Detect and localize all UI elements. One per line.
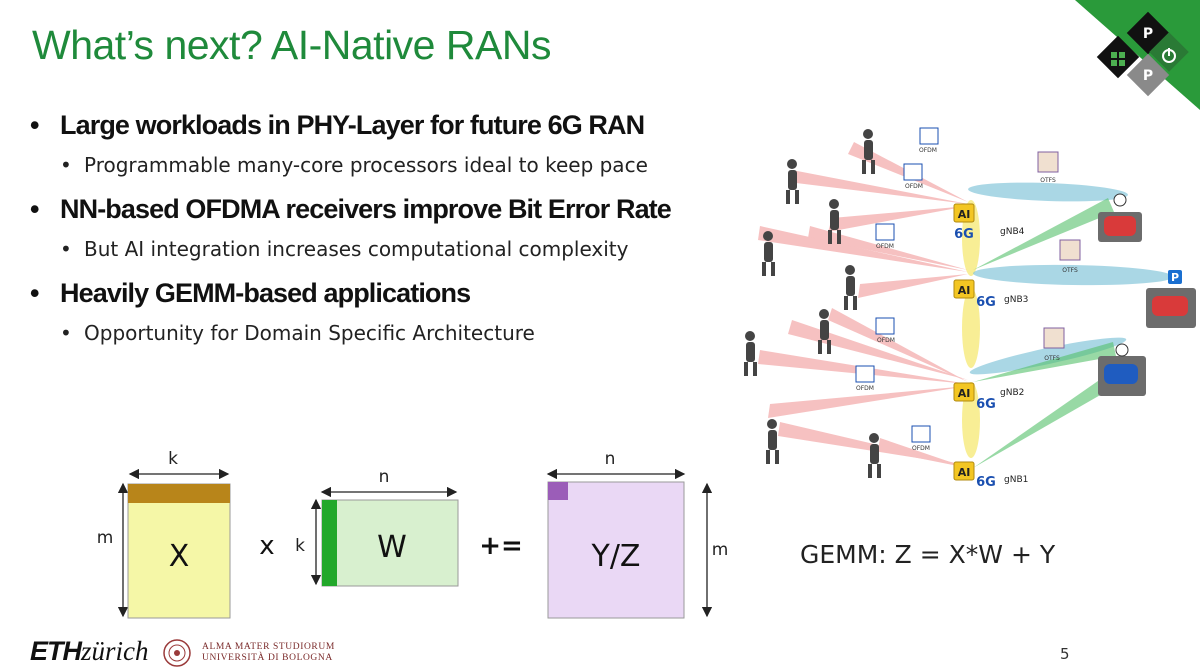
car-icon: P [1146,270,1196,328]
svg-text:6G: 6G [976,295,996,310]
user-icon [744,331,757,376]
dim-k-label: k [168,449,178,469]
user-icon [786,159,799,204]
ai-native-ran-illustration: AI 6G gNB4 AI 6G gNB3 AI 6G gNB2 AI 6G g… [744,127,1196,490]
svg-text:OFDM: OFDM [877,337,895,344]
car-icon [1098,193,1142,242]
svg-text:gNB4: gNB4 [1000,227,1025,237]
matrix-x-row [128,484,230,503]
svg-text:AI: AI [958,466,971,479]
svg-text:OFDM: OFDM [856,385,874,392]
matrix-yz-label: Y/Z [591,539,641,574]
times-operator: x [259,531,274,561]
ue-beams [758,142,968,468]
svg-text:OFDM: OFDM [912,445,930,452]
gnb-3: AI 6G gNB3 [953,279,1028,310]
svg-text:gNB3: gNB3 [1004,295,1028,305]
svg-text:6G: 6G [954,227,974,242]
matrix-w-label: W [377,530,407,565]
bullet-sub: Programmable many-core processors ideal … [30,150,730,180]
bullet-group-1: Large workloads in PHY-Layer for future … [30,108,730,180]
user-icon [828,199,841,244]
corner-logo: P P [1075,0,1200,110]
unibo-wordmark: ALMA MATER STUDIORUM UNIVERSITÀ DI BOLOG… [202,642,335,663]
bullet-group-3: Heavily GEMM-based applications Opportun… [30,276,730,348]
bullet-group-2: NN-based OFDMA receivers improve Bit Err… [30,192,730,264]
users [744,129,881,478]
vehicle-beams [973,198,1116,468]
backbone-link [962,288,980,368]
logo-green-corner [1075,0,1200,110]
gemm-matrix-diagram: k m X x n k W += n Y/Z m [97,449,729,619]
vehicles: P [1098,193,1196,396]
user-icon [844,265,857,310]
svg-text:6G: 6G [976,475,996,490]
bullet-sub: But AI integration increases computation… [30,234,730,264]
otfs-beams [968,182,1173,375]
user-icon [766,419,779,464]
bullet-main: Heavily GEMM-based applications [30,276,730,310]
bullet-list: Large workloads in PHY-Layer for future … [30,108,730,360]
eth-zurich-logo: ETHzürich [30,636,149,666]
user-icon [862,129,875,174]
gemm-formula: GEMM: Z = X*W + Y [800,540,1056,569]
svg-text:AI: AI [958,387,971,400]
svg-text:OFDM: OFDM [876,243,894,250]
user-icon [818,309,831,354]
svg-text:OTFS: OTFS [1040,177,1056,184]
svg-text:P: P [1171,271,1179,284]
base-stations: AI 6G gNB4 AI 6G gNB3 AI 6G gNB2 AI 6G g… [953,203,1028,490]
svg-text:OTFS: OTFS [1044,355,1060,362]
unibo-logo: ALMA MATER STUDIORUM UNIVERSITÀ DI BOLOG… [160,638,350,668]
matrix-yz [547,481,685,619]
logo-letter-top: P [1143,26,1153,42]
gnb-1: AI 6G gNB1 [953,461,1028,490]
unibo-seal-icon [163,639,191,667]
bullet-main: Large workloads in PHY-Layer for future … [30,108,730,142]
svg-text:OFDM: OFDM [905,183,923,190]
dim-m-label: m [712,540,729,560]
car-icon [1098,343,1146,396]
page-number: 5 [1060,645,1070,663]
dim-n-label: n [379,467,390,487]
matrix-yz-element [548,482,568,500]
dim-k-label: k [295,536,305,556]
user-icon [762,231,775,276]
slide-title: What’s next? AI-Native RANs [32,22,551,68]
dim-n-label: n [605,449,616,469]
accumulate-operator: += [479,531,523,561]
svg-text:OTFS: OTFS [1062,267,1078,274]
dim-m-label: m [97,528,114,548]
svg-text:AI: AI [958,208,971,221]
svg-text:OFDM: OFDM [919,147,937,154]
user-icon [868,433,881,478]
svg-text:6G: 6G [976,397,996,412]
svg-text:gNB1: gNB1 [1004,475,1028,485]
bullet-main: NN-based OFDMA receivers improve Bit Err… [30,192,730,226]
matrix-w [321,499,459,587]
svg-text:gNB2: gNB2 [1000,388,1024,398]
matrix-x-label: X [169,539,190,574]
logo-letter-bottom: P [1143,68,1153,84]
waveform-icons: OFDM OFDM OFDM OFDM OFDM OFDM OTFS OTFS … [855,127,1081,452]
gnb-2: AI 6G gNB2 [953,382,1024,412]
svg-text:AI: AI [958,284,971,297]
matrix-w-column [322,500,337,586]
gnb-4: AI 6G gNB4 [953,203,1025,242]
matrix-x [127,483,231,619]
bullet-sub: Opportunity for Domain Specific Architec… [30,318,730,348]
